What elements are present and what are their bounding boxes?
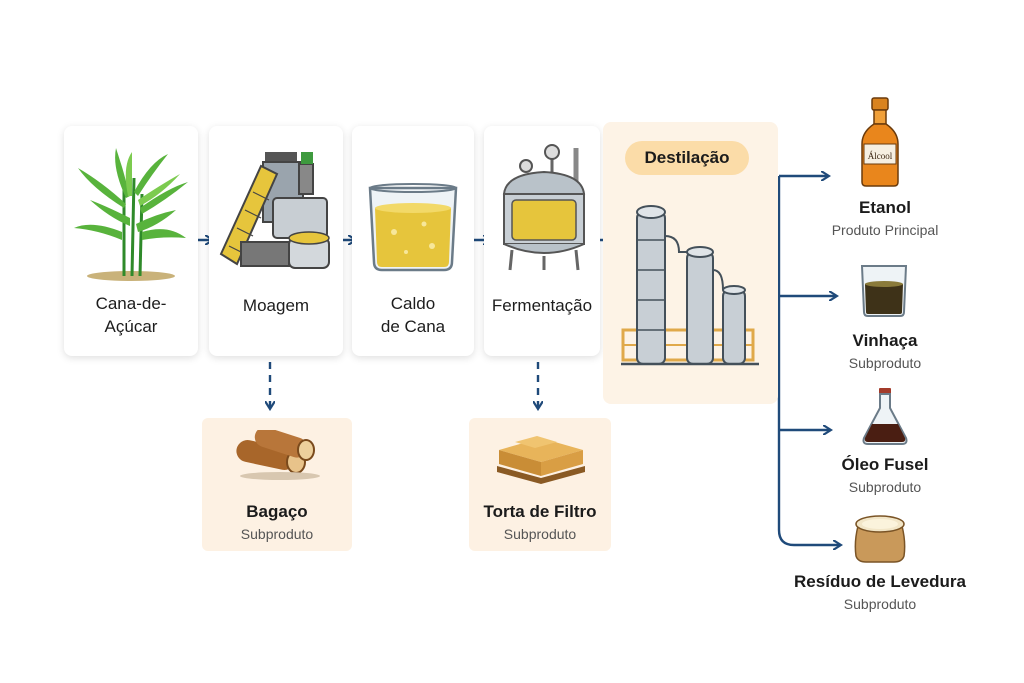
- output-title: Vinhaça: [852, 331, 918, 350]
- fermentation-tank-icon: [502, 144, 586, 271]
- yeast-sack-icon: [854, 515, 906, 563]
- sugarcane-icon: [74, 148, 188, 281]
- byproduct-bagaco: Bagaço Subproduto: [202, 418, 352, 551]
- fusel-oil-flask-icon: [862, 388, 908, 445]
- step-label-line1: Cana-de-: [95, 294, 167, 313]
- distillation-label: Destilação: [625, 141, 749, 175]
- mill-machine-icon: [219, 152, 330, 269]
- output-title: Etanol: [859, 198, 911, 217]
- byproduct-title: Torta de Filtro: [483, 502, 597, 521]
- output-subtitle: Produto Principal: [831, 222, 939, 238]
- vinasse-beaker-icon: [860, 265, 908, 317]
- bottle-label-text: Álcool: [868, 151, 893, 161]
- step-label: Fermentação: [491, 296, 593, 315]
- filter-cake-pallet-icon: [497, 436, 585, 484]
- output-vinhaca: Vinhaça Subproduto: [800, 331, 970, 371]
- byproduct-subtitle: Subproduto: [503, 526, 577, 542]
- step-label: Moagem: [242, 296, 310, 315]
- distillation-columns-icon: [621, 205, 759, 366]
- step-label-line2: Açúcar: [104, 317, 158, 336]
- branch-curve: [777, 529, 795, 547]
- byproduct-torta-de-filtro: Torta de Filtro Subproduto: [469, 418, 611, 551]
- byproduct-title: Bagaço: [246, 502, 308, 521]
- step-label-line2: de Cana: [380, 317, 446, 336]
- step-label-line1: Caldo: [390, 294, 436, 313]
- output-oleo-fusel: Óleo Fusel Subproduto: [800, 455, 970, 495]
- ethanol-bottle-icon: Álcool: [861, 97, 899, 187]
- output-residuo-de-levedura: Resíduo de Levedura Subproduto: [778, 572, 982, 612]
- byproduct-subtitle: Subproduto: [240, 526, 314, 542]
- step-cana-de-acucar: Cana-de- Açúcar: [64, 126, 198, 356]
- output-subtitle: Subproduto: [843, 596, 917, 612]
- output-title: Óleo Fusel: [841, 455, 929, 474]
- step-fermentacao: Fermentação: [484, 126, 600, 356]
- output-subtitle: Subproduto: [848, 355, 922, 371]
- bagasse-logs-icon: [236, 430, 320, 480]
- output-title: Resíduo de Levedura: [794, 572, 966, 591]
- output-subtitle: Subproduto: [848, 479, 922, 495]
- step-moagem: Moagem: [209, 126, 343, 356]
- beaker-juice-icon: [368, 183, 458, 272]
- output-etanol: Etanol Produto Principal: [800, 198, 970, 238]
- step-caldo-de-cana: Caldo de Cana: [352, 126, 474, 356]
